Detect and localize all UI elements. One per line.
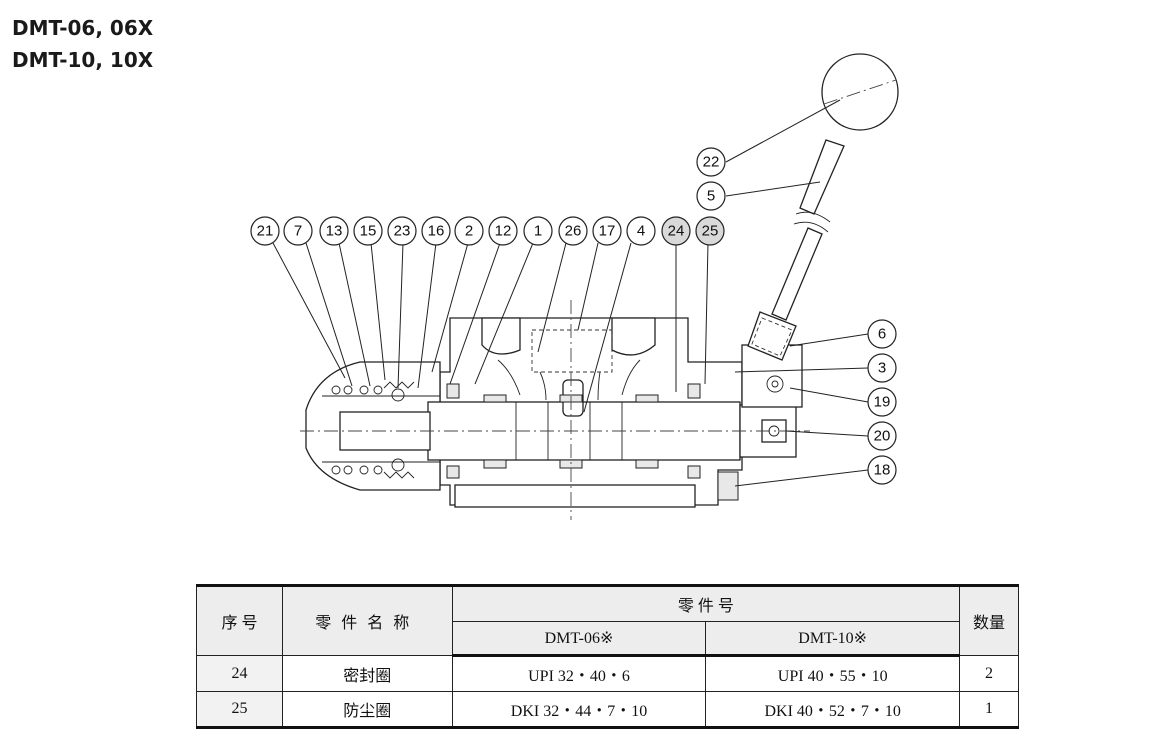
header-seq: 序 号 — [196, 585, 283, 656]
row-dmt10-part: UPI 40・55・10 — [705, 655, 961, 692]
svg-text:5: 5 — [707, 188, 715, 205]
callout-5: 5 — [696, 181, 726, 211]
callout-21: 21 — [250, 216, 280, 246]
callout-17: 17 — [592, 216, 622, 246]
svg-text:18: 18 — [874, 462, 891, 479]
callout-18: 18 — [867, 455, 897, 485]
svg-text:16: 16 — [428, 223, 445, 240]
callout-7: 7 — [283, 216, 313, 246]
svg-text:4: 4 — [637, 223, 645, 240]
svg-text:26: 26 — [565, 223, 582, 240]
svg-text:25: 25 — [702, 223, 719, 240]
row-qty: 2 — [959, 655, 1019, 692]
svg-text:6: 6 — [878, 326, 886, 343]
svg-text:24: 24 — [668, 223, 685, 240]
svg-text:3: 3 — [878, 360, 886, 377]
callout-1: 1 — [523, 216, 553, 246]
callout-4: 4 — [626, 216, 656, 246]
row-part-name: 密封圈 — [281, 655, 453, 692]
svg-text:20: 20 — [874, 428, 891, 445]
row-dmt06-part: UPI 32・40・6 — [451, 655, 707, 692]
header-part-name: 零件名称 — [281, 585, 453, 656]
valve-body — [300, 300, 810, 520]
svg-text:13: 13 — [326, 223, 343, 240]
svg-text:22: 22 — [703, 154, 720, 171]
row-qty: 1 — [959, 691, 1019, 728]
row-dmt06-part: DKI 32・44・7・10 — [451, 691, 707, 728]
table-row: 25 防尘圈 DKI 32・44・7・10 DKI 40・52・7・10 1 — [196, 691, 1019, 728]
valve-cross-section-diagram: 22 5 21 7 13 15 23 16 2 12 1 26 17 4 24 … — [250, 53, 899, 520]
header-model-06: DMT-06※ — [451, 621, 707, 657]
svg-text:17: 17 — [599, 223, 616, 240]
header-part-no: 零 件 号 — [451, 585, 961, 622]
callout-23: 23 — [387, 216, 417, 246]
row-dmt10-part: DKI 40・52・7・10 — [705, 691, 961, 728]
callout-22: 22 — [696, 147, 726, 177]
header-model-10: DMT-10※ — [705, 621, 961, 657]
callout-6: 6 — [867, 319, 897, 349]
callout-2: 2 — [454, 216, 484, 246]
callout-20: 20 — [867, 421, 897, 451]
callout-13: 13 — [319, 216, 349, 246]
row-seq: 24 — [196, 655, 283, 692]
callout-24: 24 — [661, 216, 691, 246]
svg-text:2: 2 — [465, 223, 473, 240]
table-row: 24 密封圈 UPI 32・40・6 UPI 40・55・10 2 — [196, 655, 1019, 692]
callout-15: 15 — [353, 216, 383, 246]
lever-handle — [747, 53, 899, 361]
svg-text:1: 1 — [534, 223, 542, 240]
model-title-2: DMT-10, 10X — [12, 48, 154, 72]
parts-table: 序 号 零件名称 零 件 号 数量 DMT-06※ DMT-10※ 24 密封圈… — [196, 584, 1019, 729]
callout-26: 26 — [558, 216, 588, 246]
svg-text:7: 7 — [294, 223, 302, 240]
svg-text:21: 21 — [257, 223, 274, 240]
callout-25: 25 — [695, 216, 725, 246]
leader-lines — [272, 99, 869, 487]
callout-19: 19 — [867, 387, 897, 417]
model-title-1: DMT-06, 06X — [12, 16, 154, 40]
svg-text:12: 12 — [495, 223, 512, 240]
callout-12: 12 — [488, 216, 518, 246]
svg-text:23: 23 — [394, 223, 411, 240]
callout-16: 16 — [421, 216, 451, 246]
row-seq: 25 — [196, 691, 283, 728]
svg-text:15: 15 — [360, 223, 377, 240]
row-part-name: 防尘圈 — [281, 691, 453, 728]
svg-text:19: 19 — [874, 394, 891, 411]
callout-3: 3 — [867, 353, 897, 383]
header-qty: 数量 — [959, 585, 1019, 656]
